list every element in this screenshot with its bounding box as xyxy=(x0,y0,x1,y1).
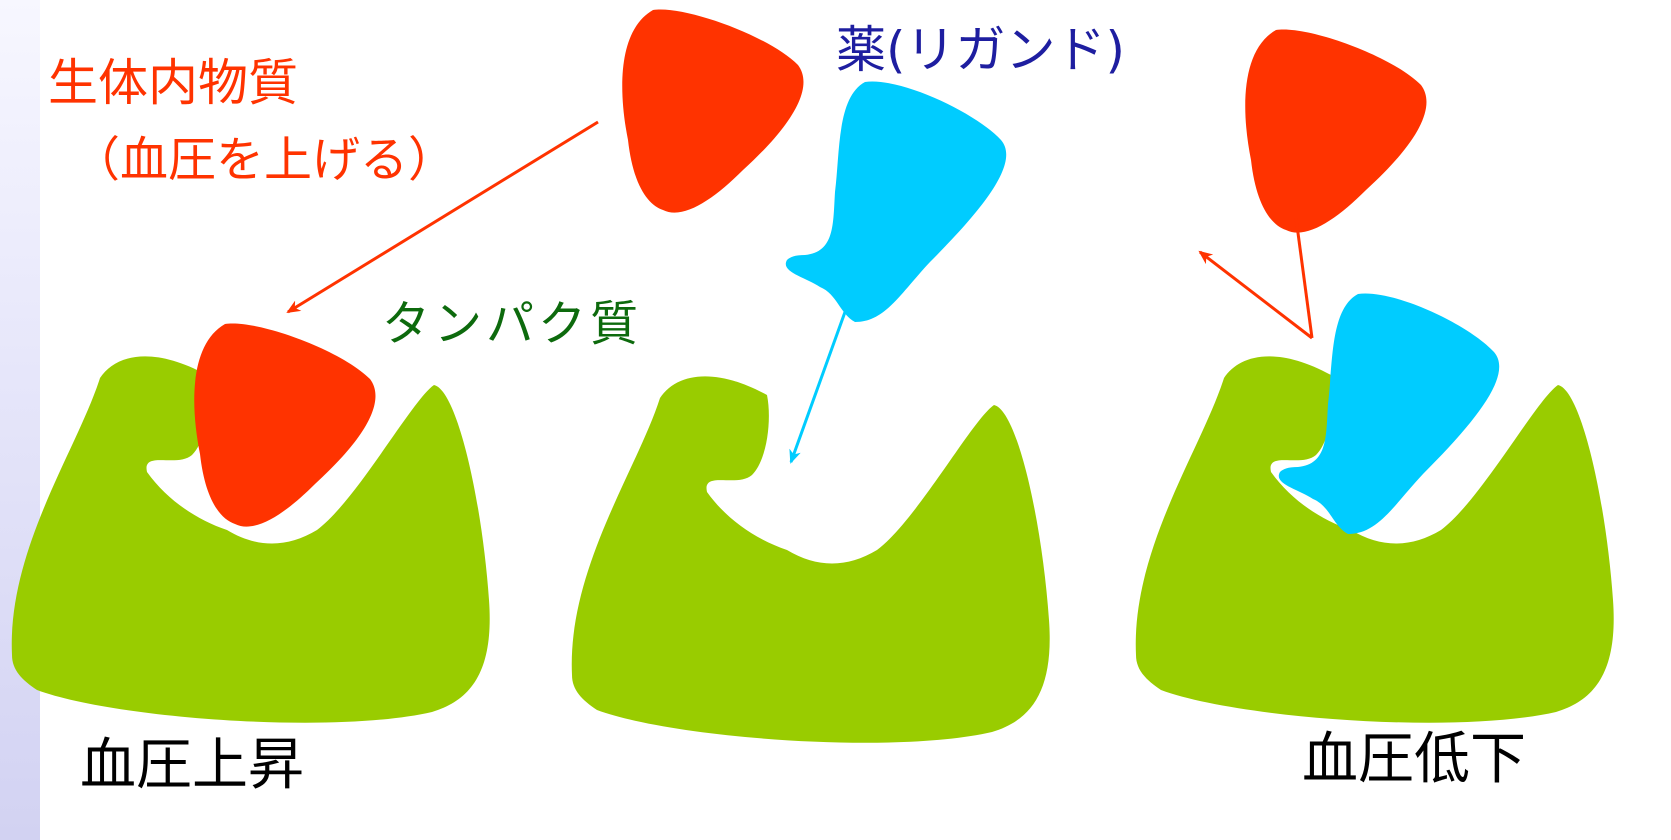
label-endogenous-substance: 生体内物質 xyxy=(48,54,298,112)
panel-bp-increase xyxy=(11,323,490,723)
arrow-endogenous-down xyxy=(1294,217,1314,339)
arrow-drug-to-pocket xyxy=(789,311,847,464)
endogenous-substance-blocked xyxy=(1245,29,1427,233)
arrow-endogenous-to-receptor xyxy=(286,120,599,314)
label-bp-decrease: 血圧低下 xyxy=(1302,727,1526,792)
panel-bp-decrease xyxy=(1135,29,1614,723)
label-drug-ligand: 薬(リガンド) xyxy=(836,21,1126,79)
label-endogenous-effect: （血圧を上げる） xyxy=(72,132,457,188)
endogenous-substance-bound xyxy=(194,323,376,527)
protein-receptor-2 xyxy=(571,376,1050,743)
arrow-endogenous-deflected xyxy=(1198,250,1313,340)
drug-ligand-free xyxy=(785,81,1007,322)
slide-left-accent-strip xyxy=(0,0,40,840)
panel-drug-approach xyxy=(571,9,1050,743)
endogenous-substance-free xyxy=(622,9,804,213)
label-protein: タンパク質 xyxy=(382,296,643,352)
label-bp-increase: 血圧上昇 xyxy=(80,733,304,798)
